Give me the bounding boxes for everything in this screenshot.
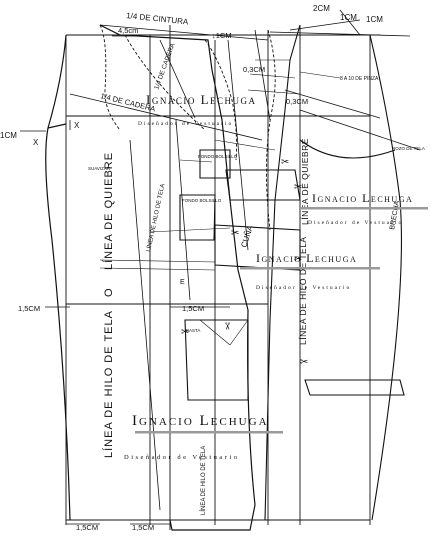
rozo-tela-label: ROZO DE TELA	[392, 146, 425, 151]
watermark-right: Ignacio Lechuga Diseñador de Vestuario	[300, 191, 428, 226]
grain-line-labels: LÍNEA DE QUIEBRE LÍNEA DE HILO DE TELA O…	[102, 138, 401, 515]
watermark-bar	[135, 431, 283, 434]
measure-1-5cm-bottom-a: 1,5CM	[76, 523, 98, 532]
measure-1-5cm-left: 1,5CM	[18, 304, 40, 313]
pinza-label: 8 A 10 DE PINZA	[340, 76, 379, 82]
cuna-label: CUÑA	[239, 224, 255, 249]
construction-diagonals	[69, 9, 421, 511]
watermark-name: Ignacio Lechuga	[132, 413, 269, 429]
watermark-bar	[300, 207, 428, 210]
measure-2cm: 2CM	[313, 4, 330, 13]
scissors-icon: ✂	[294, 182, 302, 193]
measure-1cm-left: 1CM	[0, 131, 17, 140]
measure-0-3cm-b: 0,3CM	[286, 97, 308, 106]
watermark-bar	[240, 267, 380, 270]
linea-quiebre-left: LÍNEA DE QUIEBRE	[102, 152, 115, 270]
measure-0-3cm-a: 0,3CM	[243, 65, 265, 74]
small-annotations: SUAVIZAR FONDO BOLSILLO FONDO BOLSILLO R…	[88, 146, 425, 333]
point-markers: X X E	[33, 121, 185, 286]
back-piece-outline	[179, 24, 405, 521]
watermark-top-left: Ignacio Lechuga Diseñador de Vestuario	[138, 92, 257, 127]
linea-hilo-left-small: LÍNEA DE HILO DE TELA	[145, 183, 166, 252]
marker-x-right: X	[74, 121, 80, 130]
inner-lines	[99, 59, 341, 346]
marker-e: E	[180, 279, 185, 286]
scissors-icon: ✂	[300, 357, 308, 368]
watermark-title: Diseñador de Vestuario	[138, 121, 233, 127]
watermark-title: Diseñador de Vestuario	[308, 220, 403, 226]
scissors-icon: ✂	[181, 327, 189, 338]
hip-quarter-vertical-label: 1/4 DE CADERA	[153, 42, 176, 91]
linea-hilo-left: LÍNEA DE HILO DE TELA	[102, 310, 115, 458]
scissors-icon: ✂	[294, 254, 302, 265]
watermark-name: Ignacio Lechuga	[312, 191, 413, 205]
scissors-icons: ✂ ✂ ✂ ✂ ✂ ✂ ✂	[181, 157, 308, 368]
linea-o: O	[103, 288, 115, 297]
linea-hilo-right: LÍNEA DE HILO DE TELA	[298, 236, 308, 345]
measure-1-5cm-mid: 1,5CM	[182, 304, 204, 313]
dashed-curves	[99, 24, 276, 231]
watermark-name: Ignacio Lechuga	[146, 92, 257, 107]
measure-4-5cm: 4,5cm	[118, 26, 138, 35]
measure-1cm-right-b: 1CM	[366, 15, 383, 24]
scissors-icon: ✂	[231, 228, 239, 239]
linea-hilo-bottom: LÍNEA DE HILO DE TELA	[200, 446, 207, 515]
suavizar-label: SUAVIZAR	[88, 166, 111, 171]
waist-quarter-label: 1/4 DE CINTURA	[126, 11, 189, 27]
dimension-arrows	[20, 35, 230, 525]
measure-1cm-right-a: 1CM	[340, 13, 357, 22]
linea-quiebre-right: LÍNEA DE QUIEBRE	[300, 138, 310, 225]
watermark-middle: Ignacio Lechuga Diseñador de Vestuario	[240, 251, 380, 291]
basta-label: BASTA	[186, 328, 200, 333]
watermark-title: Diseñador de Vestuario	[256, 285, 351, 291]
measure-1cm-top: ↓1CM	[212, 31, 232, 40]
scissors-icon: ✂	[281, 157, 289, 168]
marker-x-left: X	[33, 138, 39, 147]
watermark-title: Diseñador de Vestuario	[124, 454, 240, 461]
scissors-icon: ✂	[221, 322, 232, 330]
watermark-bottom: Ignacio Lechuga Diseñador de Vestuario	[124, 413, 283, 461]
fondo-bolsillo-label-2: FONDO BOLSILLO	[182, 198, 222, 203]
watermark-name: Ignacio Lechuga	[256, 251, 357, 265]
measure-1-5cm-bottom-b: 1,5CM	[132, 523, 154, 532]
fondo-bolsillo-label: FONDO BOLSILLO	[198, 154, 238, 159]
